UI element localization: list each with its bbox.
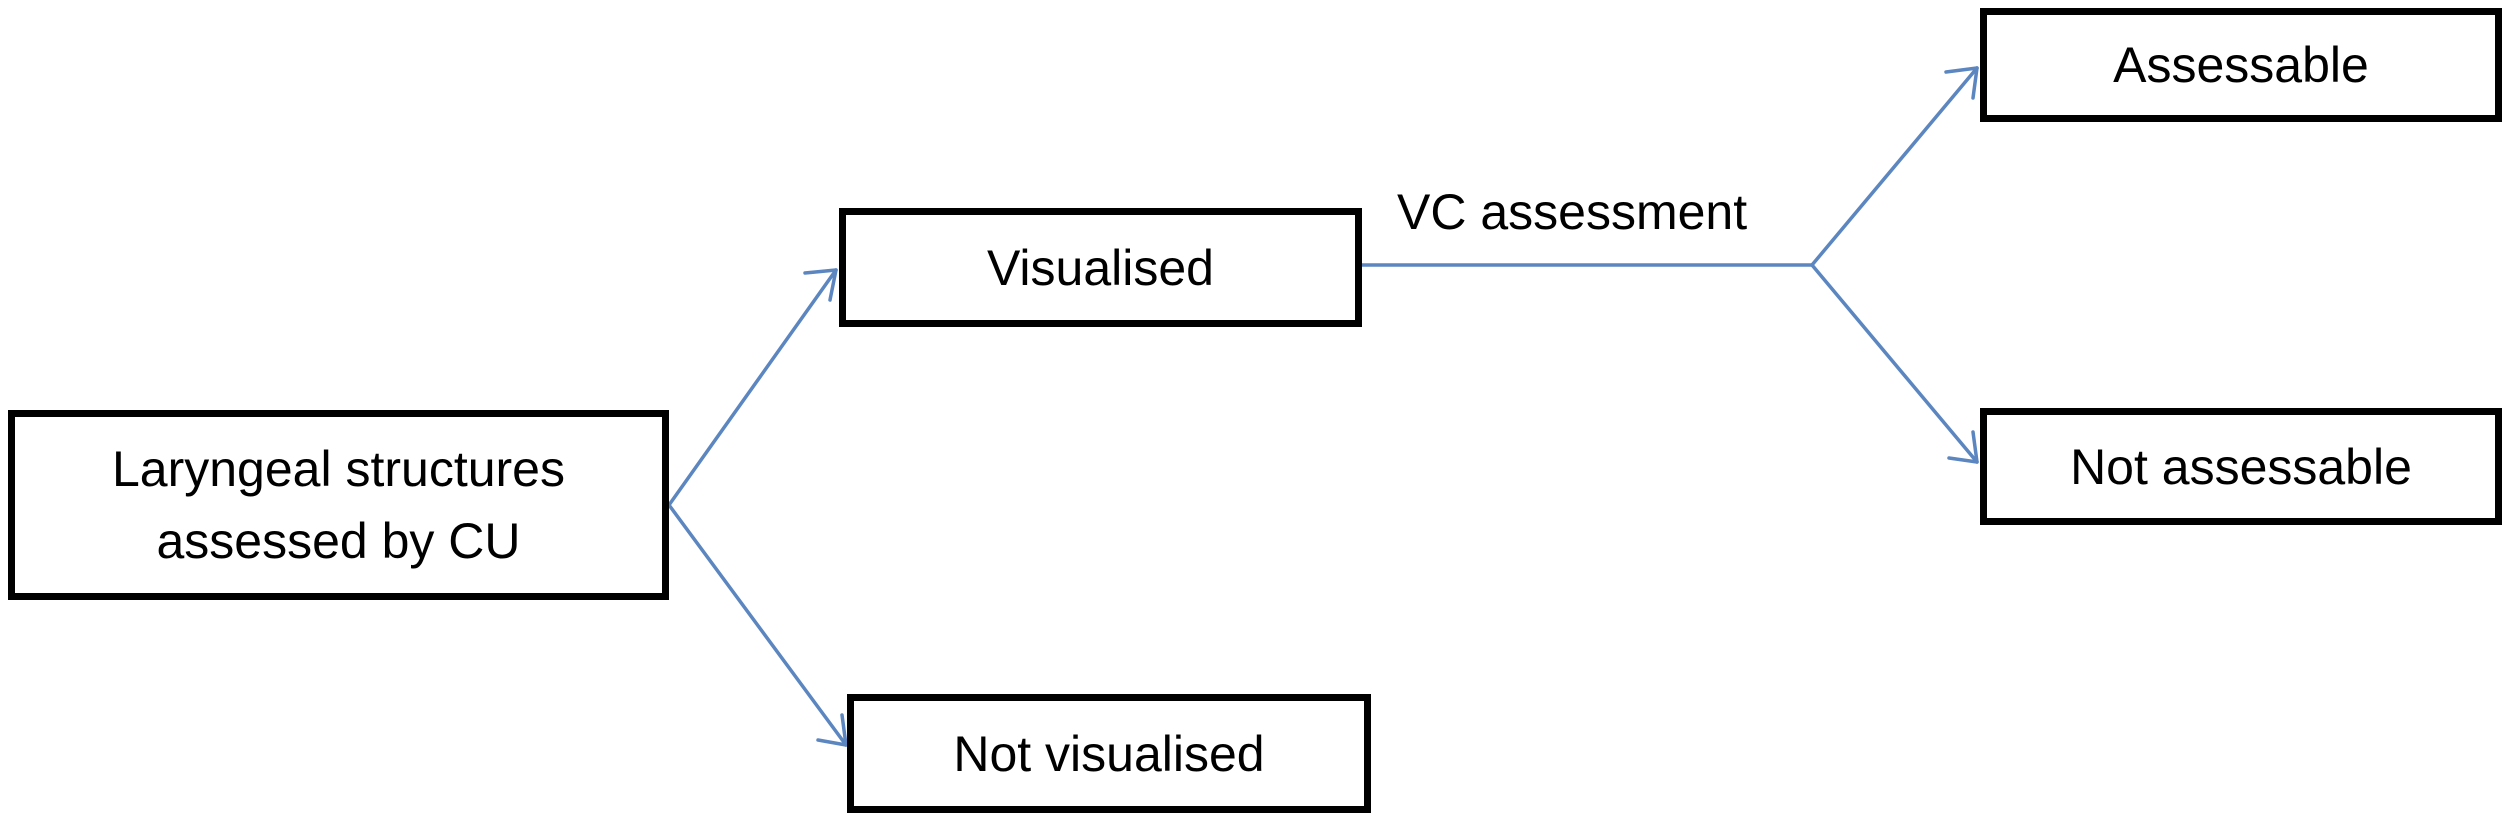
edge-branch-to-not-assessable: [1810, 263, 1979, 464]
node-assessable: Assessable: [1980, 8, 2502, 122]
node-laryngeal-structures-label: Laryngeal structures assessed by CU: [111, 441, 565, 569]
node-not-visualised: Not visualised: [847, 694, 1371, 813]
node-not-assessable-label: Not assessable: [2070, 438, 2412, 495]
node-laryngeal-structures: Laryngeal structures assessed by CU: [8, 410, 669, 600]
arrowhead-not-assessable: [1947, 430, 1979, 464]
edge-root-to-visualised: [667, 268, 838, 507]
node-visualised-label: Visualised: [986, 239, 1214, 296]
arrowhead-not-visualised: [816, 713, 848, 747]
node-not-assessable: Not assessable: [1980, 408, 2502, 525]
edge-branch-to-assessable: [1810, 66, 1979, 267]
node-not-visualised-label: Not visualised: [953, 725, 1265, 782]
arrowhead-visualised: [803, 268, 838, 302]
node-assessable-label: Assessable: [2113, 37, 2369, 93]
edge-root-to-not-visualised: [667, 503, 848, 747]
arrowhead-assessable: [1944, 66, 1979, 100]
edge-label-vc-assessment: VC assessment: [1397, 184, 1748, 240]
node-visualised: Visualised: [839, 208, 1362, 327]
